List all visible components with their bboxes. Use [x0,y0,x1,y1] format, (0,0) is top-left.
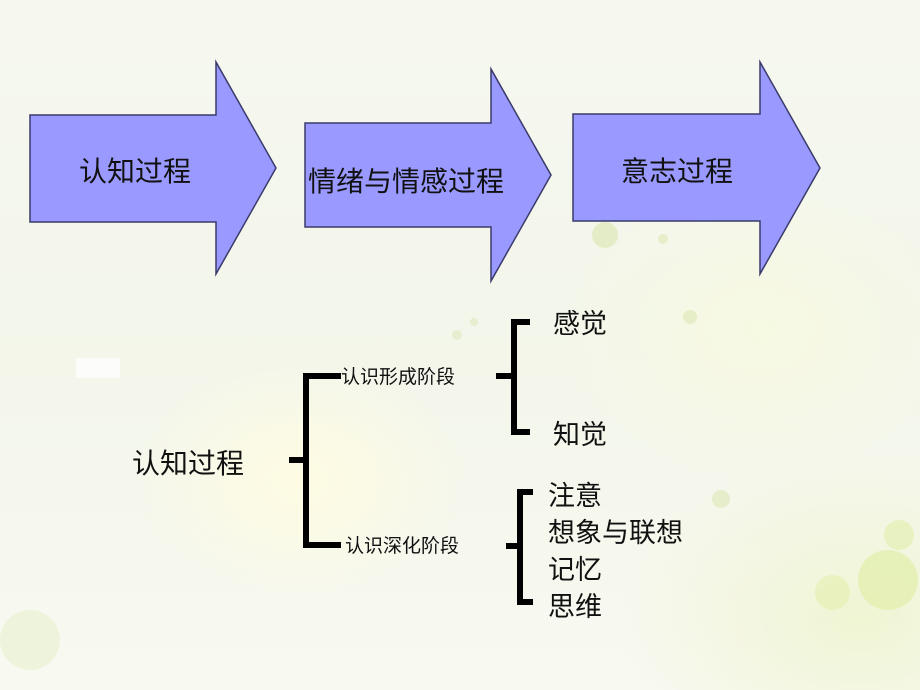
stage1-label: 认识形成阶段 [341,366,456,388]
item-attention: 注意 [548,481,602,512]
arrow-shape-3 [572,59,821,277]
flow-step-will: 意志过程 [621,155,734,188]
tree-root-label: 认知过程 [132,447,245,480]
arrow-shape-2 [304,66,552,284]
root-bracket [303,373,341,548]
flow-step-cognitive: 认知过程 [79,155,192,188]
item-imagination: 想象与联想 [548,518,683,549]
item-thinking: 思维 [548,592,602,623]
item-perception: 知觉 [553,420,607,451]
stage2-label: 认识深化阶段 [345,535,460,557]
arrow-shape-1 [29,59,277,277]
item-sensation: 感觉 [553,309,607,340]
item-memory: 记忆 [548,555,602,586]
faded-text-artifact [76,358,120,378]
flow-step-emotion: 情绪与情感过程 [308,165,505,198]
